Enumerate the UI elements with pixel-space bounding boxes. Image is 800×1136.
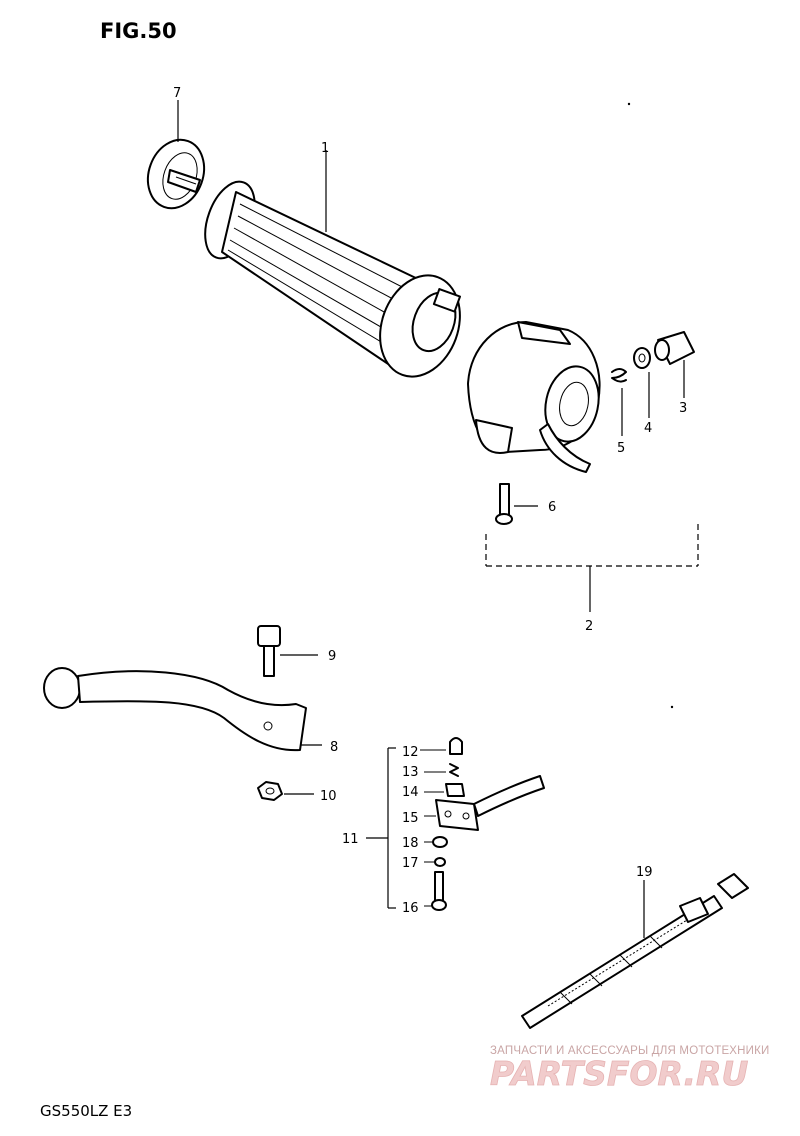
callout-13: 13 xyxy=(402,765,419,780)
cable-tie-part-19 xyxy=(521,873,749,1029)
callout-1: 1 xyxy=(321,141,329,156)
grip-end-cap-part-7 xyxy=(146,138,206,210)
adjuster-cap-part-3 xyxy=(654,331,695,365)
assembly-bracket-2 xyxy=(485,524,699,612)
washer-part-18 xyxy=(432,836,448,848)
callout-9: 9 xyxy=(328,649,336,664)
callout-18: 18 xyxy=(402,836,419,851)
switch-body-part-15 xyxy=(435,775,545,831)
assembly-bracket-11 xyxy=(366,747,396,909)
callout-19: 19 xyxy=(636,865,653,880)
callout-17: 17 xyxy=(402,856,419,871)
callout-12: 12 xyxy=(402,745,419,760)
plunger-part-14 xyxy=(445,783,465,797)
scan-speck xyxy=(627,102,631,106)
callout-14: 14 xyxy=(402,785,419,800)
watermark-brand: PARTSFOR.RU xyxy=(490,1054,748,1093)
screw-part-16 xyxy=(431,871,447,911)
callout-2: 2 xyxy=(585,619,593,634)
nut-part-4 xyxy=(633,347,651,369)
watermark-tagline: ЗАПЧАСТИ И АКСЕССУАРЫ ДЛЯ МОТОТЕХНИКИ xyxy=(490,1045,770,1057)
nut-part-10 xyxy=(257,781,283,801)
callout-5: 5 xyxy=(617,441,625,456)
callout-3: 3 xyxy=(679,401,687,416)
figure-title: FIG.50 xyxy=(100,19,177,43)
callout-6: 6 xyxy=(548,500,556,515)
scan-speck xyxy=(670,705,674,709)
callout-4: 4 xyxy=(644,421,652,436)
lock-washer-part-17 xyxy=(434,857,446,867)
pivot-bolt-part-9 xyxy=(257,625,281,677)
callout-11: 11 xyxy=(342,832,359,847)
spring-part-5 xyxy=(611,368,627,383)
throttle-grip-part-1 xyxy=(204,180,462,378)
switch-cap-part-12 xyxy=(449,737,463,755)
screw-part-6 xyxy=(495,483,513,525)
spring-part-13 xyxy=(449,763,459,777)
model-code: GS550LZ E3 xyxy=(40,1102,132,1120)
callout-16: 16 xyxy=(402,901,419,916)
brake-lever-part-8 xyxy=(43,667,307,752)
callout-10: 10 xyxy=(320,789,337,804)
callout-15: 15 xyxy=(402,811,419,826)
callout-7: 7 xyxy=(173,86,181,101)
callout-8: 8 xyxy=(330,740,338,755)
throttle-housing-part-2 xyxy=(467,321,601,473)
